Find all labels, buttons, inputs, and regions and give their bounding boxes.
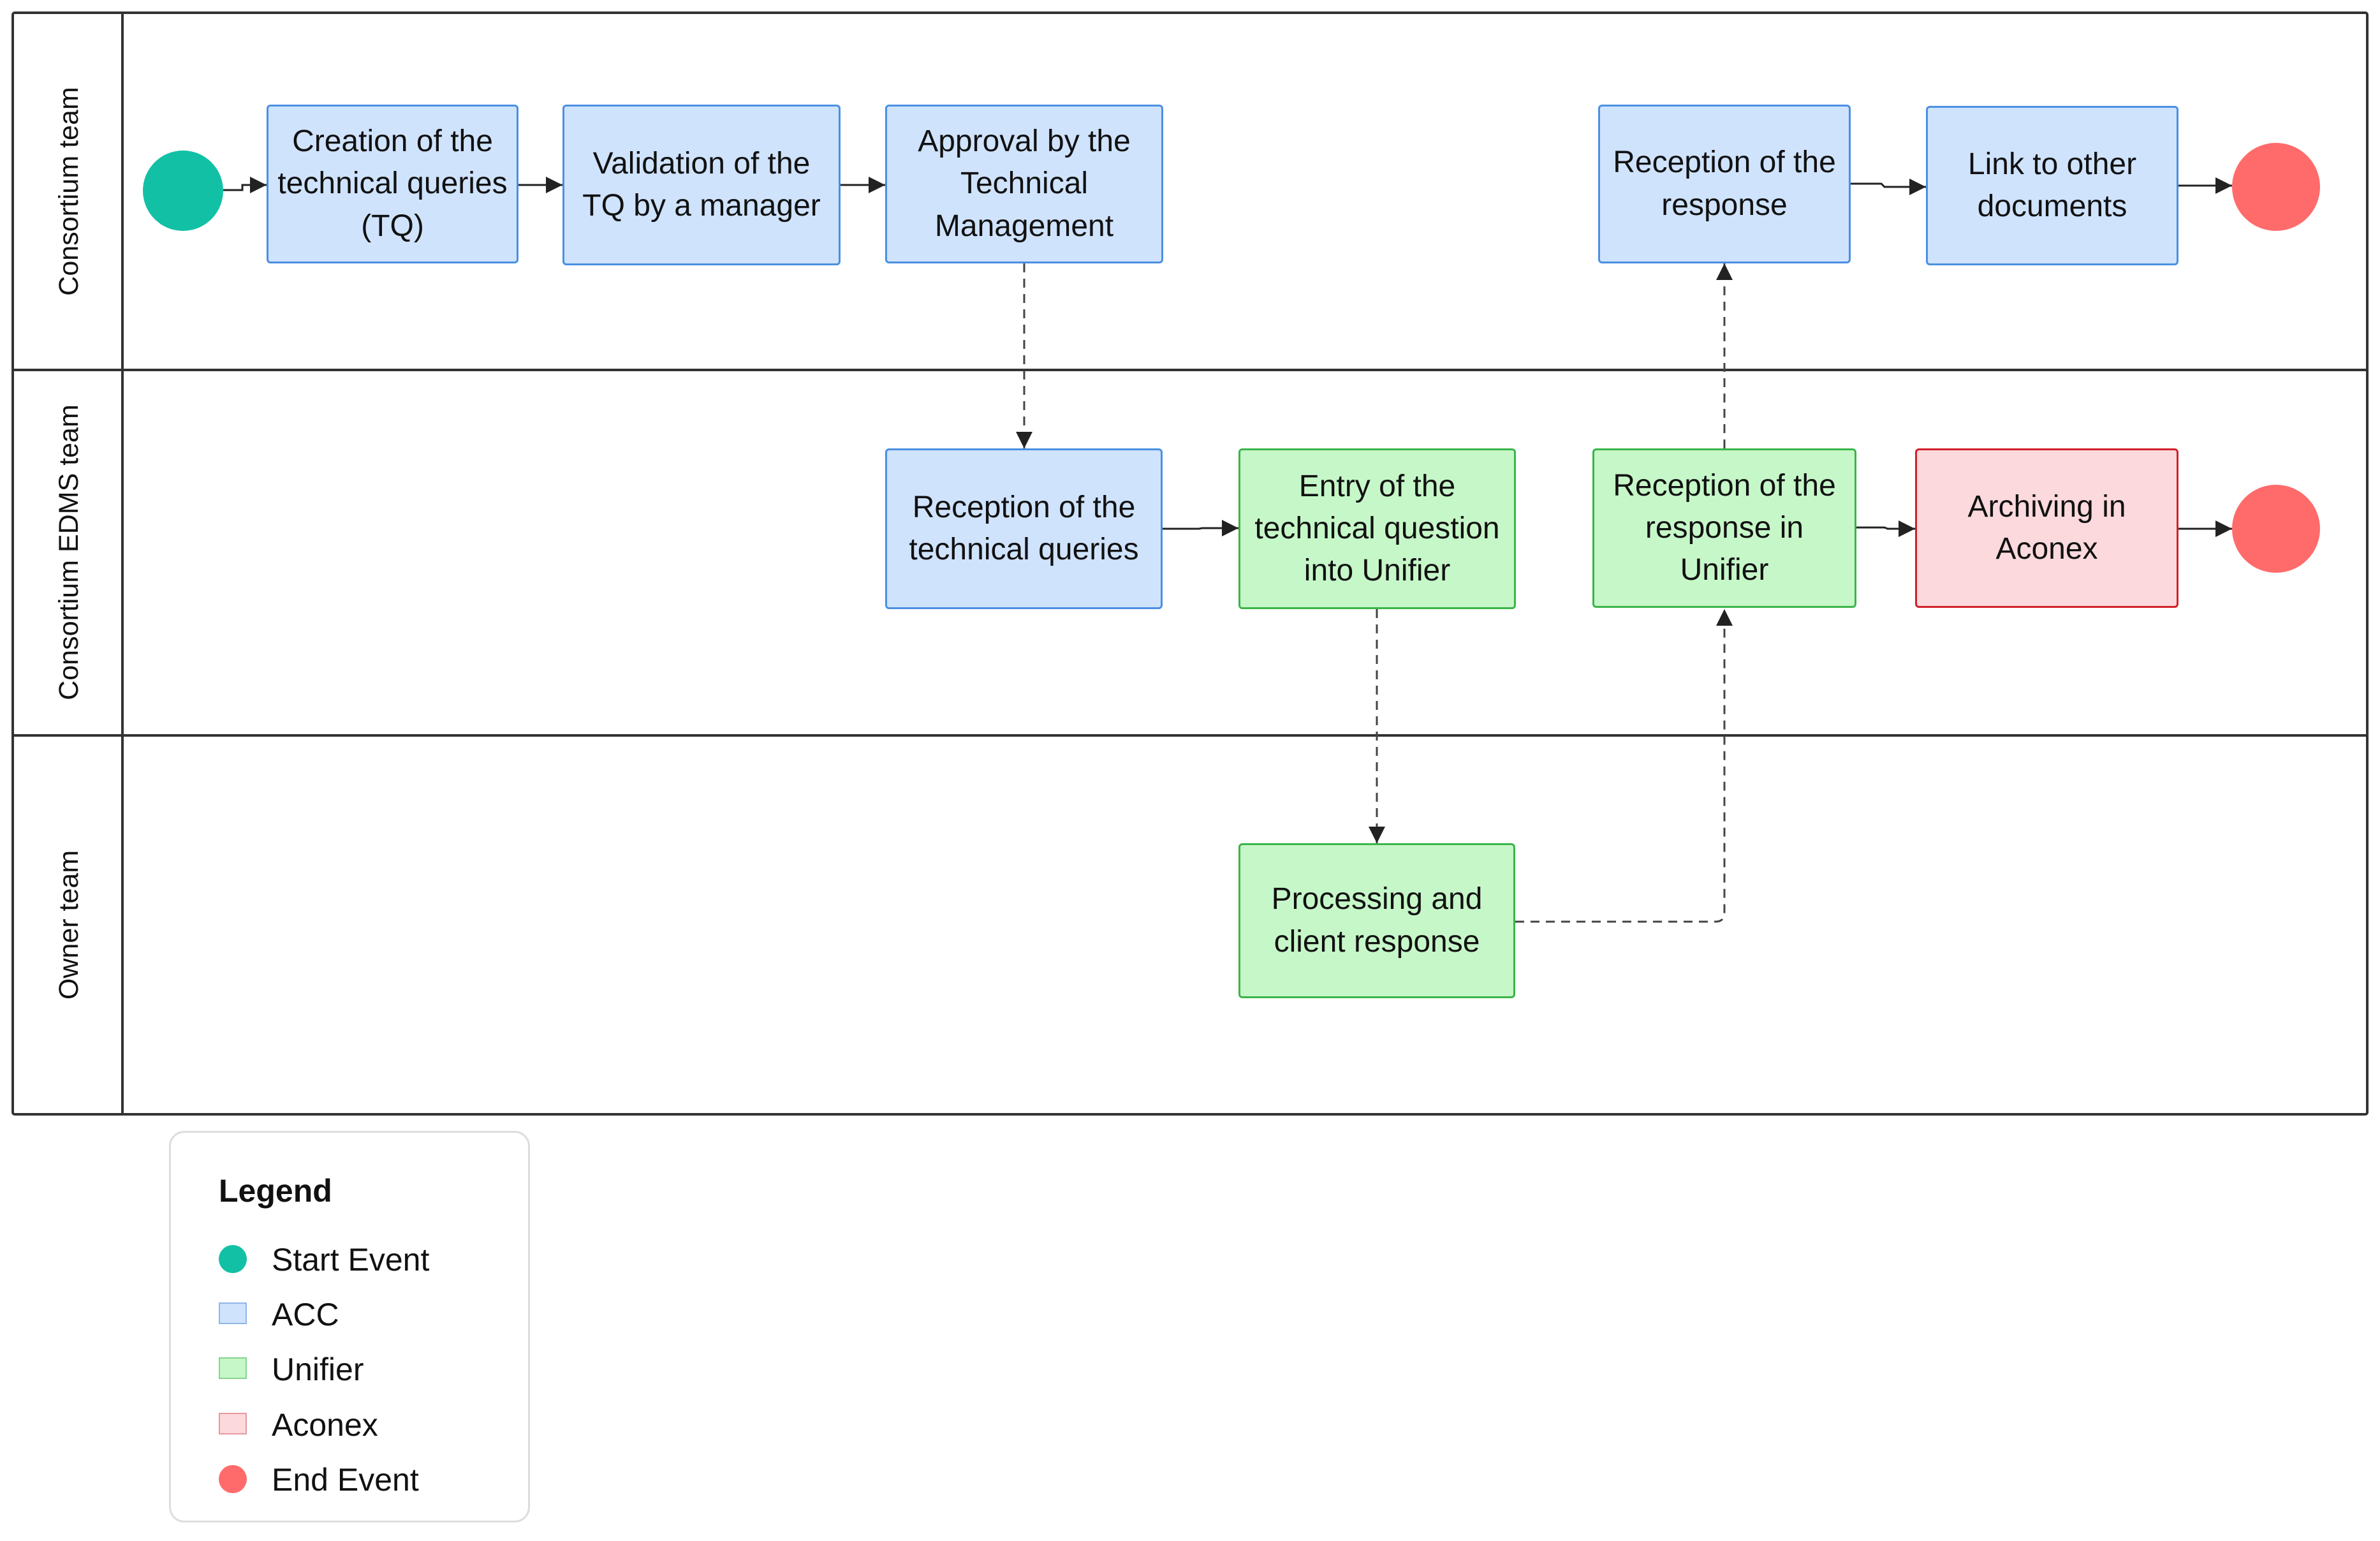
legend-item-aconex: Aconex — [219, 1406, 518, 1445]
legend-item-unifier: Unifier — [219, 1351, 518, 1389]
legend-label: Start Event — [272, 1242, 430, 1278]
flow-arrow — [223, 177, 267, 193]
legend-item-acc: ACC — [219, 1296, 518, 1334]
end-event-swatch — [219, 1465, 247, 1493]
legend: Legend Start Event ACC Unifier Aconex En… — [169, 1131, 530, 1523]
flow-arrow — [1851, 179, 1926, 195]
task-processing-response: Processing and client response — [1238, 843, 1515, 998]
task-creation-tq: Creation of the technical queries (TQ) — [267, 105, 518, 263]
legend-label: Aconex — [272, 1407, 378, 1443]
task-link-documents: Link to other documents — [1926, 106, 2178, 265]
legend-label: ACC — [272, 1297, 339, 1332]
legend-title: Legend — [219, 1173, 332, 1209]
unifier-swatch — [219, 1357, 247, 1379]
task-archiving-aconex: Archiving in Aconex — [1915, 448, 2178, 608]
flow-arrow — [1163, 520, 1238, 536]
task-reception-tq: Reception of the technical queries — [885, 448, 1163, 609]
task-reception-response: Reception of the response — [1598, 105, 1851, 263]
end-event — [2232, 143, 2320, 231]
end-event — [2232, 485, 2320, 573]
legend-item-end-event: End Event — [219, 1461, 518, 1500]
flow-arrow — [1856, 520, 1915, 537]
lane-label-owner: Owner team — [54, 850, 84, 999]
lane-label-consortium-edms: Consortium EDMS team — [54, 404, 84, 700]
aconex-swatch — [219, 1413, 247, 1434]
lane-label-consortium: Consortium team — [54, 87, 84, 295]
legend-item-start-event: Start Event — [219, 1241, 518, 1279]
legend-label: Unifier — [272, 1352, 364, 1387]
message-flow-arrow — [1515, 609, 1733, 923]
pool-frame — [11, 11, 2369, 1116]
task-approval: Approval by the Technical Management — [885, 105, 1163, 263]
task-entry-unifier: Entry of the technical question into Uni… — [1238, 448, 1516, 609]
acc-swatch — [219, 1302, 247, 1324]
start-event — [143, 151, 223, 231]
start-event-swatch — [219, 1245, 247, 1273]
legend-label: End Event — [272, 1462, 419, 1498]
task-validation-tq: Validation of the TQ by a manager — [562, 105, 841, 265]
task-reception-unifier: Reception of the response in Unifier — [1592, 448, 1856, 608]
